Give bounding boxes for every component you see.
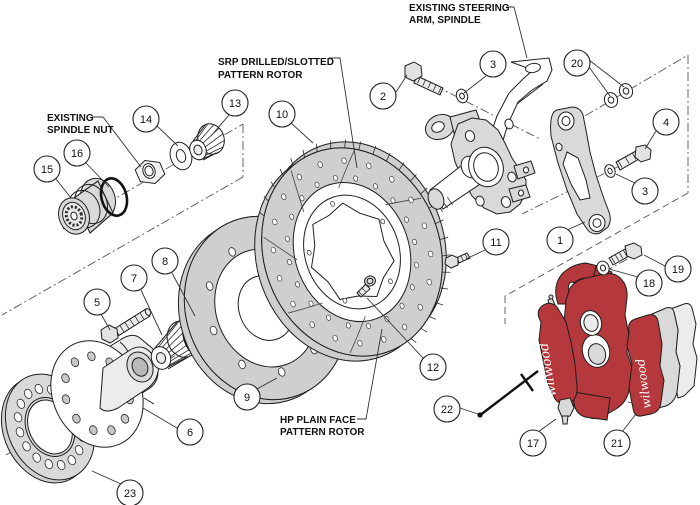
callout-20-c20: 20 <box>563 49 591 77</box>
callout-4-c4: 4 <box>652 108 680 136</box>
callout-17-c17: 17 <box>519 429 547 457</box>
callout-14-c14: 14 <box>132 105 160 133</box>
retainer-pin <box>477 370 539 418</box>
o-ring <box>99 177 129 217</box>
svg-text:23: 23 <box>124 488 136 500</box>
hub <box>50 334 160 448</box>
callout-11-c11: 11 <box>482 228 510 256</box>
callout-8-c8: 8 <box>151 247 179 275</box>
callout-10-c10: 10 <box>268 100 296 128</box>
label-hp-rotor-1: HP PLAIN FACE <box>280 415 356 426</box>
svg-text:2: 2 <box>380 91 386 103</box>
label-srp-rotor-1: SRP DRILLED/SLOTTED <box>218 57 334 68</box>
callout-19-c19: 19 <box>664 255 692 283</box>
svg-text:3: 3 <box>642 186 648 198</box>
bracket-washers <box>603 83 634 108</box>
svg-text:19: 19 <box>672 264 684 276</box>
existing-spindle-nut-part <box>134 159 166 185</box>
svg-text:16: 16 <box>71 148 83 160</box>
arm-bolt <box>404 61 444 96</box>
callout-12-c12: 12 <box>419 353 447 381</box>
callout-15-c15: 15 <box>33 155 61 183</box>
svg-text:21: 21 <box>611 438 623 450</box>
brake-caliper: wilwood <box>537 262 633 425</box>
label-existing-spindle-nut-1: EXISTING <box>47 113 94 124</box>
drilled-rotor <box>254 139 451 362</box>
pad-friction-plate <box>626 314 665 417</box>
svg-text:12: 12 <box>427 362 439 374</box>
label-steering-arm-2: ARM, SPINDLE <box>409 15 481 26</box>
svg-text:17: 17 <box>527 438 539 450</box>
callout-18-c18: 18 <box>635 269 663 297</box>
callout-7-c7: 7 <box>120 264 148 292</box>
callout-2-c2: 2 <box>369 82 397 110</box>
label-hp-rotor-2: PATTERN ROTOR <box>280 427 365 438</box>
brake-pads: wilwood <box>626 303 698 417</box>
svg-text:9: 9 <box>244 392 250 404</box>
callout-23-c23: 23 <box>116 479 144 505</box>
callout-13-c13: 13 <box>221 89 249 117</box>
rotor-bolt <box>444 252 471 269</box>
svg-text:18: 18 <box>643 278 655 290</box>
callout-3-c3a: 3 <box>479 50 507 78</box>
callout-9-c9: 9 <box>233 383 261 411</box>
caliper-bracket <box>550 106 611 235</box>
hub-bolt <box>100 308 152 344</box>
pad-install-line <box>605 395 655 410</box>
svg-text:13: 13 <box>229 98 241 110</box>
callout-16-c16: 16 <box>63 139 91 167</box>
callout-22-c22: 22 <box>433 395 461 423</box>
wheel-stud <box>356 275 376 298</box>
label-steering-arm-1: EXISTING STEERING <box>409 3 510 14</box>
inlet-fitting <box>557 397 575 418</box>
steering-knuckle <box>424 57 553 215</box>
svg-text:10: 10 <box>276 109 288 121</box>
svg-text:8: 8 <box>162 256 168 268</box>
spindle-washer <box>169 141 193 171</box>
labels: EXISTING SPINDLE NUT SRP DRILLED/SLOTTED… <box>47 3 528 438</box>
callout-21-c21: 21 <box>603 429 631 457</box>
svg-text:22: 22 <box>441 404 453 416</box>
label-srp-rotor-2: PATTERN ROTOR <box>218 70 303 81</box>
label-existing-spindle-nut-2: SPINDLE NUT <box>47 125 114 136</box>
svg-text:20: 20 <box>571 58 583 70</box>
callout-6-c6: 6 <box>176 418 204 446</box>
bracket-bolt <box>604 144 652 178</box>
svg-text:11: 11 <box>490 237 501 249</box>
svg-text:14: 14 <box>140 114 152 126</box>
svg-text:7: 7 <box>131 273 137 285</box>
caliper-install-diagonal <box>504 192 689 297</box>
callout-3-c3b: 3 <box>631 177 659 205</box>
phantom-diagonal-left <box>1 176 244 316</box>
pad-logo: wilwood <box>633 357 654 409</box>
caliper-bolt <box>596 242 643 276</box>
svg-text:1: 1 <box>557 235 563 247</box>
svg-text:15: 15 <box>41 164 53 176</box>
outer-bearing <box>189 123 225 161</box>
svg-text:4: 4 <box>663 117 669 129</box>
svg-text:5: 5 <box>94 297 100 309</box>
callout-1-c1: 1 <box>546 226 574 254</box>
svg-text:3: 3 <box>490 59 496 71</box>
callout-5-c5: 5 <box>83 288 111 316</box>
svg-text:6: 6 <box>187 427 193 439</box>
